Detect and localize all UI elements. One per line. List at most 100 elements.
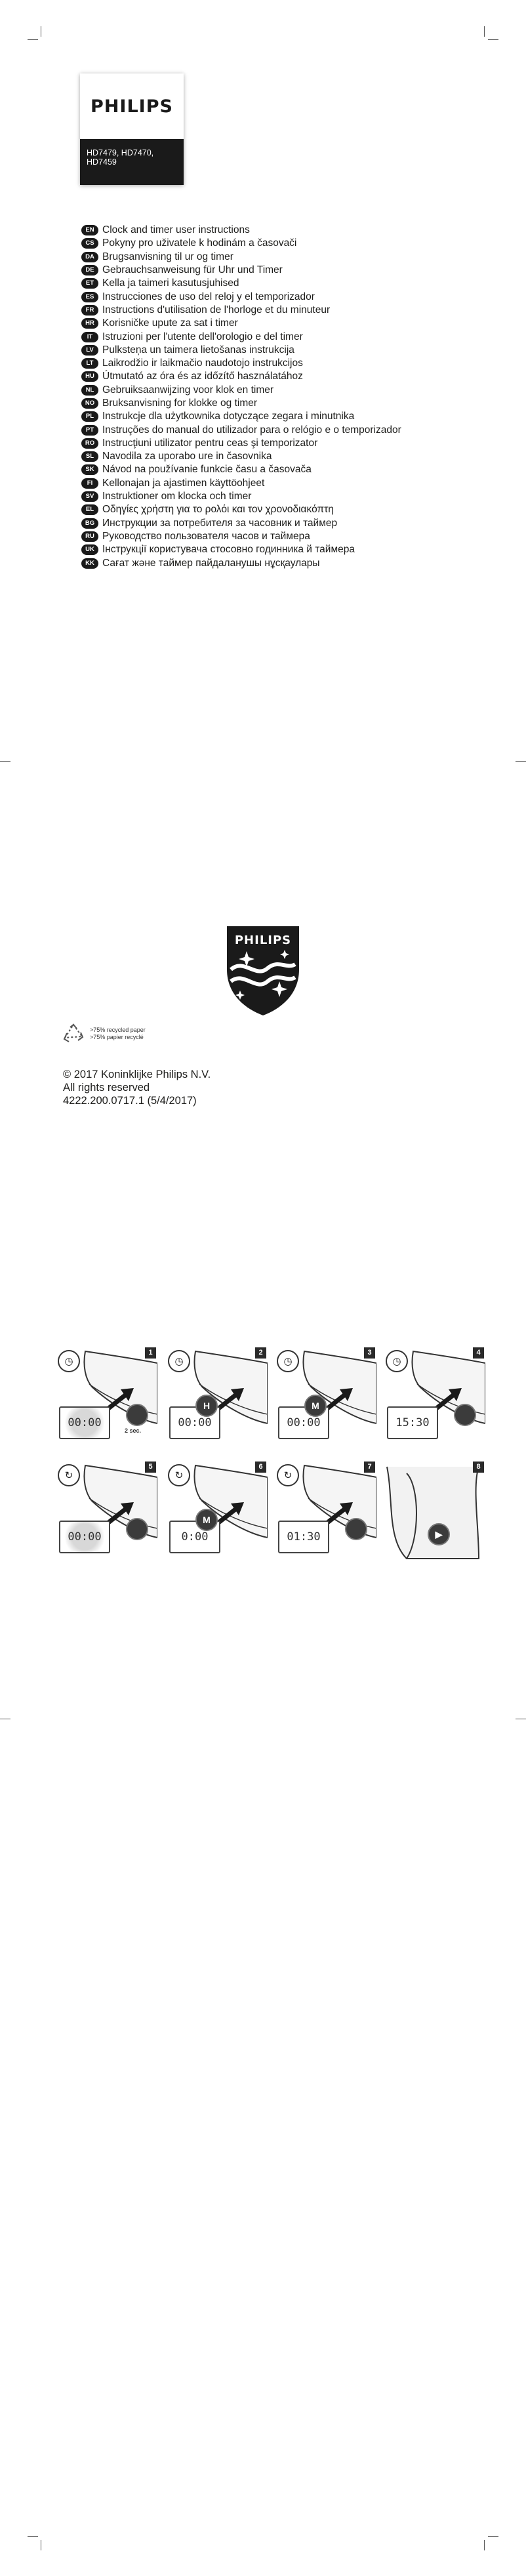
language-title: Kellonajan ja ajastimen käyttöohjeet	[102, 477, 265, 489]
crop-mark	[516, 761, 526, 762]
language-title: Brugsanvisning til ur og timer	[102, 251, 233, 262]
language-title: Οδηγίες χρήστη για το ρολόι και τον χρον…	[102, 504, 334, 516]
control-button	[345, 1518, 367, 1540]
language-item: SV Instruktioner om klocka och timer	[81, 490, 401, 503]
language-title: Instruções do manual do utilizador para …	[102, 424, 401, 436]
language-item: RU Руководство пользователя часов и тайме…	[81, 530, 401, 543]
language-title: Návod na používanie funkcie času a časov…	[102, 464, 312, 476]
language-item: FI Kellonajan ja ajastimen käyttöohjeet	[81, 477, 401, 490]
language-title: Kella ja taimeri kasutusjuhised	[102, 277, 239, 289]
language-code-badge: NL	[81, 384, 98, 396]
language-title: Pulksteņa un taimera lietošanas instrukc…	[102, 344, 294, 356]
clock-icon: ◷	[386, 1350, 408, 1372]
crop-mark	[28, 39, 38, 40]
language-code-badge: SV	[81, 491, 98, 502]
language-title: Instrucţiuni utilizator pentru ceas şi t…	[102, 437, 318, 449]
language-item: BG Инструкции за потребителя за часовник …	[81, 517, 401, 530]
control-button	[126, 1404, 148, 1426]
language-code-badge: NO	[81, 398, 98, 409]
document-code: 4222.200.0717.1 (5/4/2017)	[63, 1095, 197, 1107]
brand-logo-area: PHILIPS	[80, 73, 184, 139]
model-numbers: HD7479, HD7470, HD7459	[80, 139, 184, 185]
illustration-panel: 7↻01:30	[272, 1460, 376, 1563]
appliance-drawing	[386, 1466, 480, 1559]
clock-icon: ◷	[58, 1350, 80, 1372]
language-title: Útmutató az óra és az időzítő használatá…	[102, 371, 303, 382]
step-number: 6	[255, 1462, 266, 1473]
clock-icon: ◷	[277, 1350, 299, 1372]
language-title: Инструкции за потребителя за часовник и …	[102, 517, 338, 529]
language-item: KK Сағат және таймер пайдаланушы нұсқаула…	[81, 556, 401, 569]
language-item: FR Instructions d'utilisation de l'horlog…	[81, 304, 401, 317]
brand-logo-box: PHILIPS HD7479, HD7470, HD7459	[80, 73, 184, 185]
language-code-badge: ES	[81, 291, 98, 302]
control-button	[126, 1518, 148, 1540]
lcd-display: 00:00	[59, 1406, 110, 1439]
language-item: UK Інструкції користувача стосовно годинн…	[81, 543, 401, 556]
language-code-badge: ET	[81, 278, 98, 289]
crop-mark	[484, 26, 485, 37]
crop-mark	[488, 2536, 498, 2537]
language-code-badge: LT	[81, 358, 98, 369]
recycled-line-en: >75% recycled paper	[90, 1027, 146, 1033]
step-number: 3	[364, 1347, 375, 1359]
language-title: Instruktioner om klocka och timer	[102, 491, 252, 502]
recycled-paper-note: >75% recycled paper >75% papier recyclé	[62, 1023, 146, 1044]
language-title: Instrukcje dla użytkownika dotyczące zeg…	[102, 411, 355, 422]
copyright-line: © 2017 Koninklijke Philips N.V.	[63, 1069, 211, 1080]
language-code-badge: RU	[81, 531, 98, 542]
timer-icon: ↻	[58, 1464, 80, 1486]
hold-duration-label: 2 sec.	[125, 1427, 142, 1434]
recycle-icon	[63, 1023, 84, 1042]
illustration-panel: 4◷15:30	[380, 1346, 485, 1448]
copyright-block: © 2017 Koninklijke Philips N.V. All righ…	[63, 1068, 211, 1107]
language-code-badge: DE	[81, 265, 98, 276]
language-item: NO Bruksanvisning for klokke og timer	[81, 397, 401, 410]
lcd-display: 15:30	[387, 1406, 438, 1439]
language-title: Clock and timer user instructions	[102, 224, 250, 236]
language-code-badge: IT	[81, 331, 98, 342]
language-code-badge: HU	[81, 371, 98, 382]
language-item: EN Clock and timer user instructions	[81, 224, 401, 237]
language-title: Bruksanvisning for klokke og timer	[102, 398, 258, 409]
language-code-badge: UK	[81, 544, 98, 556]
model-line: HD7459	[87, 157, 117, 167]
language-title: Сағат және таймер пайдаланушы нұсқаулары	[102, 557, 320, 569]
language-code-badge: FI	[81, 478, 98, 489]
step-number: 5	[145, 1462, 156, 1473]
language-title: Руководство пользователя часов и таймера	[102, 530, 310, 542]
language-code-badge: BG	[81, 518, 98, 529]
language-code-badge: HR	[81, 318, 98, 329]
step-number: 2	[255, 1347, 266, 1359]
lcd-display: 01:30	[278, 1521, 329, 1553]
language-code-badge: SL	[81, 451, 98, 462]
rights-line: All rights reserved	[63, 1082, 150, 1094]
start-button: ▶	[428, 1523, 450, 1545]
language-code-badge: KK	[81, 558, 98, 569]
language-item: EL Οδηγίες χρήστη για το ρολόι και τον χρ…	[81, 503, 401, 516]
language-code-badge: EN	[81, 225, 98, 236]
crop-mark	[484, 2540, 485, 2550]
step-number: 7	[364, 1462, 375, 1473]
language-code-badge: FR	[81, 304, 98, 316]
model-line: HD7479, HD7470,	[87, 148, 154, 157]
language-code-badge: EL	[81, 504, 98, 516]
language-title: Korisničke upute za sat i timer	[102, 317, 238, 329]
timer-icon: ↻	[168, 1464, 190, 1486]
language-title: Інструкції користувача стосовно годинник…	[102, 544, 355, 556]
brand-wordmark: PHILIPS	[91, 96, 173, 117]
language-title: Instructions d'utilisation de l'horloge …	[102, 304, 331, 316]
control-button	[454, 1404, 476, 1426]
language-code-badge: PL	[81, 411, 98, 422]
